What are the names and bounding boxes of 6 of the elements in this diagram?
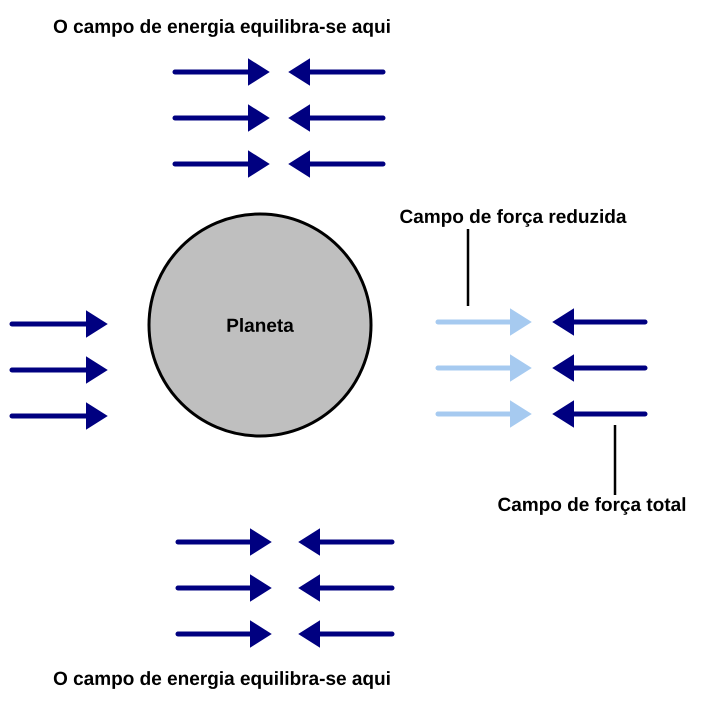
caption-text: O campo de energia equilibra-se aqui: [54, 671, 390, 689]
leader-line: [466, 229, 470, 306]
label-text: Campo de força total: [498, 497, 686, 515]
label-text: Campo de força reduzida: [400, 209, 627, 227]
caption-text: O campo de energia equilibra-se aqui: [54, 19, 390, 37]
leader-line: [614, 425, 616, 495]
